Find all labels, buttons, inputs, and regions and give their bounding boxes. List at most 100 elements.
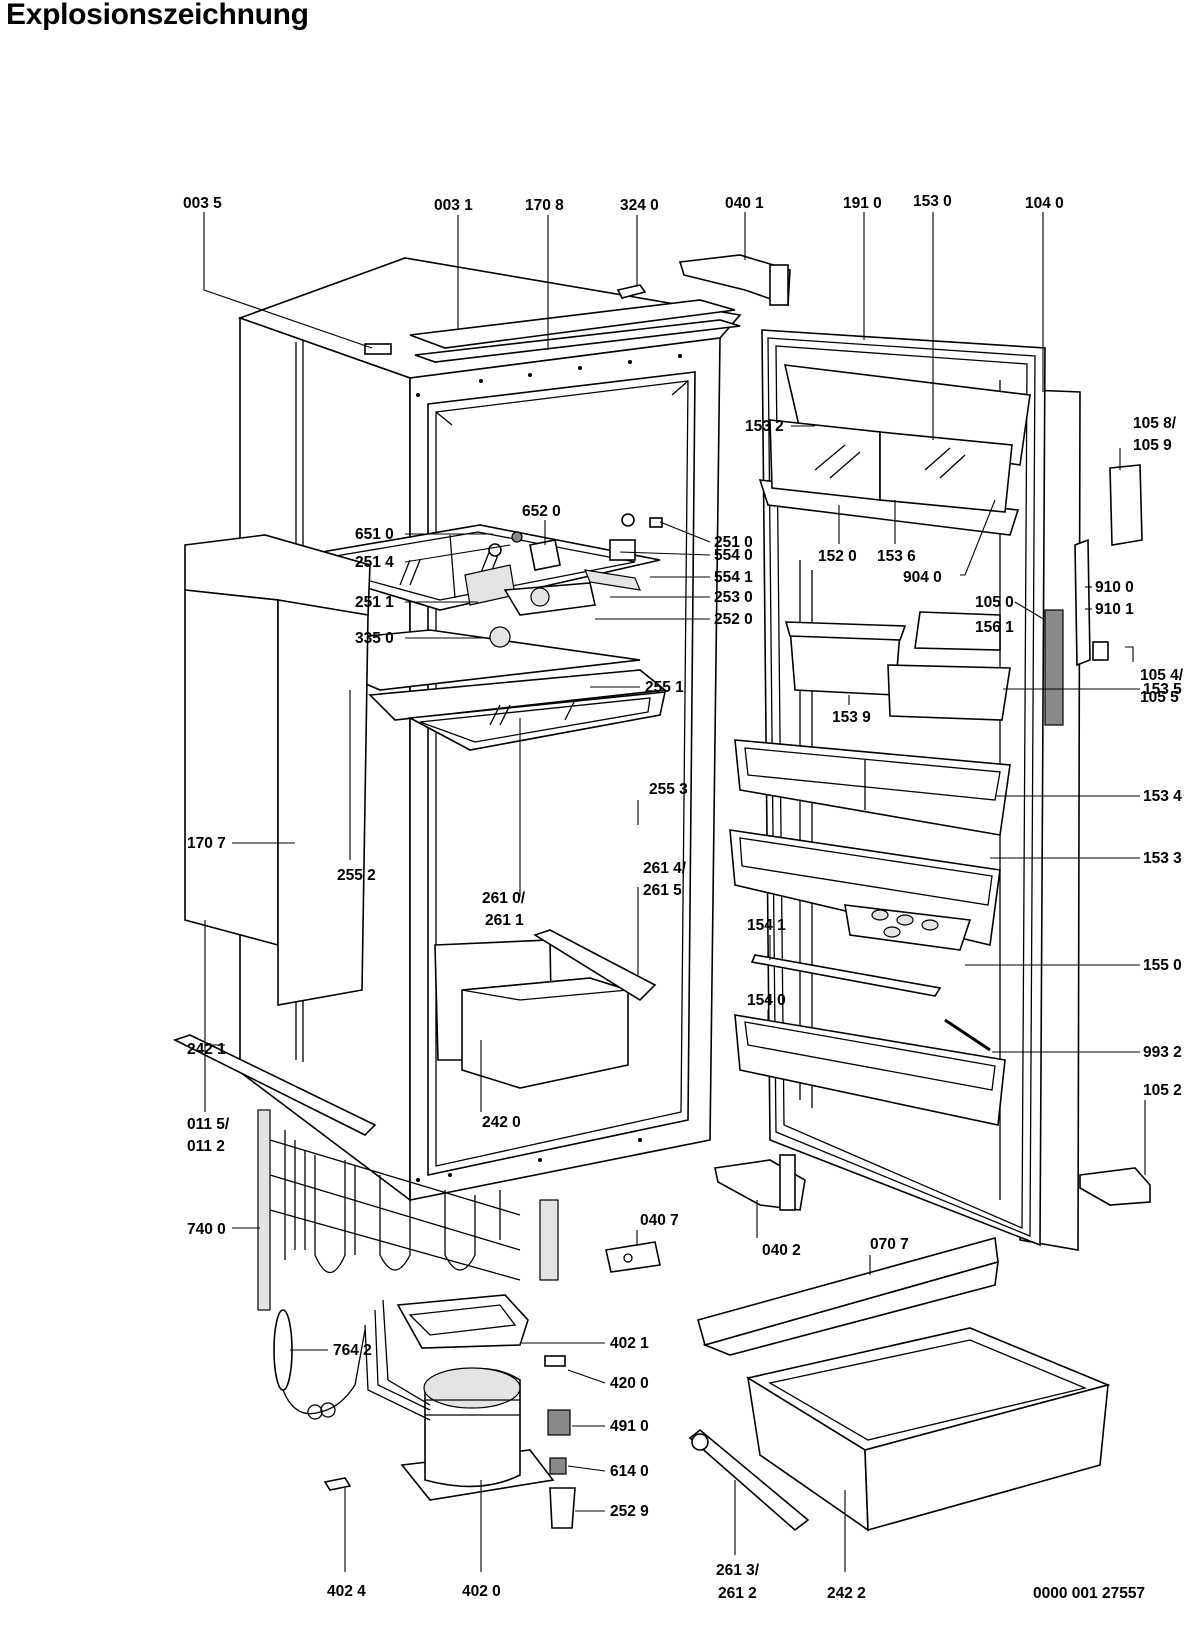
rail-261-3	[688, 1428, 810, 1532]
leader-lines	[203, 212, 1146, 1572]
compressor-tray	[396, 1294, 529, 1349]
callout-170-7: 170 7	[187, 835, 226, 852]
hinge-040-1	[678, 254, 791, 307]
condenser-coil	[257, 1109, 559, 1311]
callout-652-0: 652 0	[522, 503, 561, 520]
callout-152-0: 152 0	[818, 548, 857, 565]
callout-252-0: 252 0	[714, 611, 753, 628]
bottle-shelf	[734, 1014, 1006, 1126]
tubing	[364, 1299, 431, 1421]
callout-554-1: 554 1	[714, 569, 753, 586]
callout-170-8: 170 8	[525, 197, 564, 214]
callout-153-5: 153 5	[1143, 681, 1182, 698]
part-324-0	[616, 284, 647, 299]
hinge-105-8	[1109, 464, 1143, 546]
box-153-5	[887, 664, 1011, 721]
dairy-compartment	[758, 364, 1031, 536]
bin-242-1	[184, 534, 371, 1006]
callout-153-0: 153 0	[913, 193, 952, 210]
callout-251-1: 251 1	[355, 594, 394, 611]
door-shelf-153-4	[734, 739, 1011, 836]
callout-491-0: 491 0	[610, 1418, 649, 1435]
callout-153-9: 153 9	[832, 709, 871, 726]
callout-253-0: 253 0	[714, 589, 753, 606]
callout-420-0: 420 0	[610, 1375, 649, 1392]
cover-070-7	[697, 1236, 999, 1356]
rail-011-5	[172, 1034, 377, 1136]
glass-shelf-255-1	[274, 524, 661, 611]
callout-105-0: 105 0	[975, 594, 1014, 611]
callout-261-2: 261 2	[718, 1585, 757, 1602]
callout-402-1: 402 1	[610, 1335, 649, 1352]
compressor	[400, 1367, 555, 1501]
callout-251-4: 251 4	[355, 554, 394, 571]
callout-255-2: 255 2	[337, 867, 376, 884]
callout-191-0: 191 0	[843, 195, 882, 212]
callout-993-2: 993 2	[1143, 1044, 1182, 1061]
callout-105-8: 105 8/	[1133, 415, 1177, 432]
callout-070-7: 070 7	[870, 1236, 909, 1253]
callout-261-0: 261 0/	[482, 890, 526, 907]
callout-324-0: 324 0	[620, 197, 659, 214]
callout-105-4: 105 4/	[1140, 667, 1184, 684]
callout-904-0: 904 0	[903, 569, 942, 586]
callout-105-2: 105 2	[1143, 1082, 1182, 1099]
hinge-040-2	[714, 1154, 806, 1211]
hinge-105-2	[1079, 1167, 1151, 1206]
callout-651-0: 651 0	[355, 526, 394, 543]
egg-tray	[844, 904, 972, 951]
callout-242-2: 242 2	[827, 1585, 866, 1602]
callout-910-1: 910 1	[1095, 601, 1134, 618]
callout-242-1: 242 1	[187, 1041, 226, 1058]
part-105-4	[1092, 641, 1109, 661]
page-title: Explosionszeichnung	[6, 0, 309, 31]
callout-040-7: 040 7	[640, 1212, 679, 1229]
callout-910-0: 910 0	[1095, 579, 1134, 596]
callout-554-0: 554 0	[714, 547, 753, 564]
callout-154-0: 154 0	[747, 992, 786, 1009]
callout-261-3: 261 3/	[716, 1562, 760, 1579]
callout-764-2: 764 2	[333, 1342, 372, 1359]
callout-153-4: 153 4	[1143, 788, 1182, 805]
callout-251-0: 251 0	[714, 534, 753, 551]
callout-153-6: 153 6	[877, 548, 916, 565]
part-993-2	[944, 1018, 991, 1052]
rail-261-4	[533, 929, 657, 1002]
drawing-number: 0000 001 27557	[1033, 1585, 1145, 1602]
callout-252-9: 252 9	[610, 1503, 649, 1520]
callout-402-0: 402 0	[462, 1583, 501, 1600]
callout-labels: 003 5 003 1 170 8 324 0 040 1 191 0 153 …	[183, 193, 1184, 1602]
callout-402-4: 402 4	[327, 1583, 366, 1600]
callout-003-5: 003 5	[183, 195, 222, 212]
callout-261-1: 261 1	[485, 912, 524, 929]
callout-153-3: 153 3	[1143, 850, 1182, 867]
callout-154-1: 154 1	[747, 917, 786, 934]
capillary-764-2	[273, 1309, 366, 1420]
callout-255-1: 255 1	[645, 679, 684, 696]
callout-155-0: 155 0	[1143, 957, 1182, 974]
callout-242-0: 242 0	[482, 1114, 521, 1131]
crisper-242-0	[434, 939, 629, 1089]
callout-156-1: 156 1	[975, 619, 1014, 636]
callout-335-0: 335 0	[355, 630, 394, 647]
callout-003-1: 003 1	[434, 197, 473, 214]
box-156-1	[914, 611, 1001, 651]
callout-105-9: 105 9	[1133, 437, 1172, 454]
callout-153-2: 153 2	[745, 418, 784, 435]
small-parts	[323, 1241, 661, 1529]
drawer-242-2	[745, 1327, 1111, 1532]
callout-011-2: 011 2	[187, 1138, 225, 1155]
callout-740-0: 740 0	[187, 1221, 226, 1238]
callout-255-3: 255 3	[649, 781, 688, 798]
callout-104-0: 104 0	[1025, 195, 1064, 212]
callout-261-4: 261 4/	[643, 860, 687, 877]
callout-040-2: 040 2	[762, 1242, 801, 1259]
callout-614-0: 614 0	[610, 1463, 649, 1480]
control-unit	[464, 513, 663, 648]
part-910-0	[1074, 538, 1091, 667]
callout-040-1: 040 1	[725, 195, 764, 212]
callout-105-5: 105 5	[1140, 689, 1179, 706]
callout-011-5: 011 5/	[187, 1116, 230, 1133]
bottle-rail	[750, 954, 942, 997]
